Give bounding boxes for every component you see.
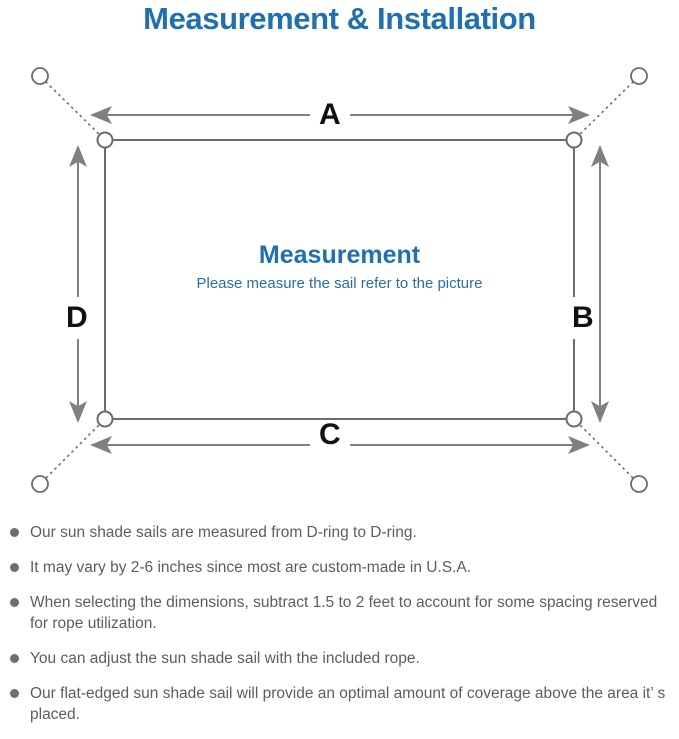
bullet-icon (10, 528, 19, 537)
anchor-ring-top-left (31, 67, 49, 85)
dimension-label-a: A (310, 100, 350, 130)
rope-bottom-right (575, 420, 634, 479)
note-text: Our sun shade sails are measured from D-… (30, 524, 417, 541)
bullet-icon (10, 689, 19, 698)
d-ring-bottom-left (96, 410, 114, 428)
d-ring-top-right (565, 131, 583, 149)
sail-measurement-diagram: A B C D Measurement Please measure the s… (0, 44, 679, 514)
sail-center-text: Measurement Please measure the sail refe… (0, 240, 679, 295)
list-item: Our sun shade sails are measured from D-… (0, 522, 679, 543)
bullet-icon (10, 654, 19, 663)
note-text: You can adjust the sun shade sail with t… (30, 650, 420, 667)
d-ring-top-left (96, 131, 114, 149)
dimension-label-c: C (310, 420, 350, 450)
note-text: Our flat-edged sun shade sail will provi… (30, 685, 666, 723)
note-text: When selecting the dimensions, subtract … (30, 594, 658, 632)
center-heading: Measurement (258, 241, 421, 269)
anchor-ring-bottom-right (630, 475, 648, 493)
diagram-svg (31, 67, 648, 493)
list-item: It may vary by 2-6 inches since most are… (0, 557, 679, 578)
center-subtext: Please measure the sail refer to the pic… (196, 275, 483, 292)
bullet-icon (10, 598, 19, 607)
rope-bottom-left (45, 420, 104, 479)
page-title: Measurement & Installation (143, 1, 536, 36)
list-item: You can adjust the sun shade sail with t… (0, 648, 679, 669)
rope-top-left (45, 81, 104, 139)
rope-top-right (575, 81, 634, 139)
dimension-label-d: D (62, 297, 92, 339)
d-ring-bottom-right (565, 410, 583, 428)
anchor-ring-bottom-left (31, 475, 49, 493)
note-text: It may vary by 2-6 inches since most are… (30, 559, 472, 576)
bullet-icon (10, 563, 19, 572)
list-item: When selecting the dimensions, subtract … (0, 592, 679, 634)
sail-body (104, 139, 575, 420)
notes-list: Our sun shade sails are measured from D-… (0, 522, 679, 739)
anchor-ring-top-right (630, 67, 648, 85)
list-item: Our flat-edged sun shade sail will provi… (0, 683, 679, 725)
dimension-label-b: B (568, 297, 598, 339)
